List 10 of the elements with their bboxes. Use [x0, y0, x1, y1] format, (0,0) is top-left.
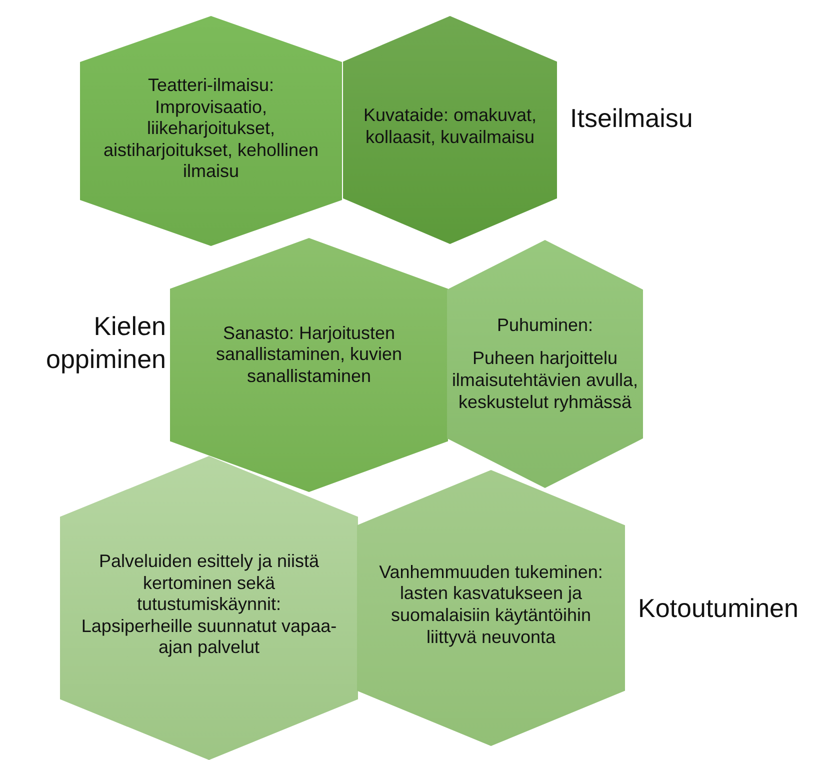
hexagon-text: Puheen harjoittelu ilmaisutehtävien avulla, keskustelut ryhmässä	[451, 348, 639, 414]
category-label: Itseilmaisu	[570, 102, 694, 134]
hexagon-heading: Puhuminen:	[496, 314, 594, 336]
hexagon-text: Vanhemmuuden tukeminen: lasten kasvatukseen ja suomalaisiin käytäntöihin liittyvä neuvonta	[378, 562, 604, 648]
hexagon-text: Palveluiden esittely ja niistä kertominen sekä tutustumiskäynnit: Lapsiperheille suunnatut vapaa-ajan palvelut	[80, 551, 338, 659]
category-label: Kielen oppiminen	[45, 310, 166, 375]
hexagon-text: Kuvataide: omakuvat, kollaasit, kuvailmaisu	[362, 105, 538, 149]
hexagon-text: Teatteri-ilmaisu: Improvisaatio, liikeharjoitukset, aistiharjoitukset, kehollinen ilmaisu	[102, 75, 320, 183]
category-label: Kotoutuminen	[638, 592, 800, 624]
hexagon-text: Sanasto: Harjoitusten sanallistaminen, kuvien sanallistaminen	[214, 322, 404, 388]
